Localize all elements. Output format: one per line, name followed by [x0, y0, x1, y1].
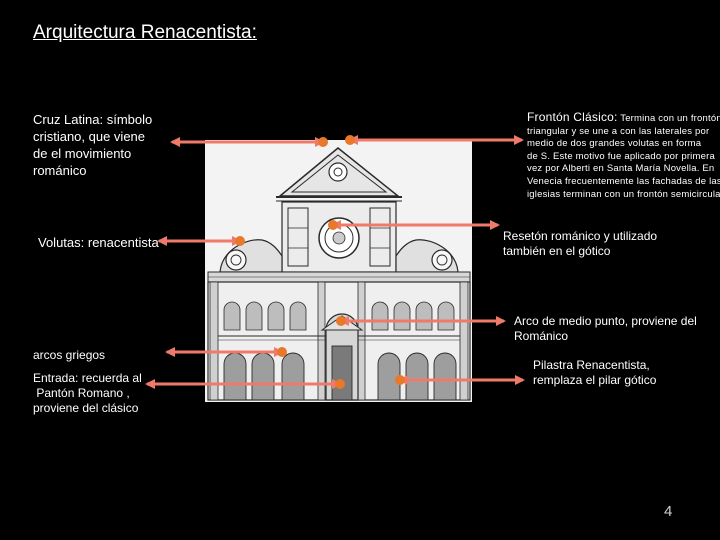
page-number: 4: [664, 503, 672, 520]
label-line: vez por Alberti en Santa María Novella. …: [527, 163, 720, 176]
label-line: Venecia frecuentemente las fachadas de l…: [527, 176, 720, 189]
label-fronton-clasico: Frontón Clásico: Termina con un frontón …: [527, 111, 720, 201]
label-line: también en el gótico: [503, 244, 657, 259]
church-facade-drawing: [205, 140, 472, 402]
label-arco-medio-punto: Arco de medio punto, proviene del Románi…: [514, 314, 697, 344]
label-volutas: Volutas: renacentista: [38, 234, 159, 251]
label-lead: Frontón Clásico:: [527, 111, 618, 124]
label-line: Cruz Latina: símbolo: [33, 111, 152, 128]
label-line: Entrada: recuerda al: [33, 371, 142, 386]
label-line: Arco de medio punto, proviene del: [514, 314, 697, 329]
label-entrada: Entrada: recuerda al Pantón Romano , pro…: [33, 371, 142, 416]
label-line: proviene del clásico: [33, 401, 142, 416]
label-line: medio de dos grandes volutas en forma: [527, 138, 720, 151]
label-line: Pilastra Renacentista,: [533, 358, 656, 373]
label-pilastra: Pilastra Renacentista, remplaza el pilar…: [533, 358, 656, 388]
label-line: remplaza el pilar gótico: [533, 373, 656, 388]
label-line: Pantón Romano ,: [33, 386, 142, 401]
label-line: Termina con un frontón: [618, 113, 720, 124]
label-line: de el movimiento: [33, 145, 152, 162]
label-cruz-latina: Cruz Latina: símbolo cristiano, que vien…: [33, 111, 152, 179]
label-line: Románico: [514, 329, 697, 344]
label-line: de S. Este motivo fue aplicado por prime…: [527, 151, 720, 164]
label-line: Resetón románico y utilizado: [503, 229, 657, 244]
label-line: iglesias terminan con un frontón semicir…: [527, 189, 720, 202]
label-line: triangular y se une a con las laterales …: [527, 126, 720, 139]
label-line: cristiano, que viene: [33, 128, 152, 145]
label-line: románico: [33, 162, 152, 179]
label-arcos-griegos: arcos griegos: [33, 348, 105, 363]
label-reseton: Resetón románico y utilizado también en …: [503, 229, 657, 259]
